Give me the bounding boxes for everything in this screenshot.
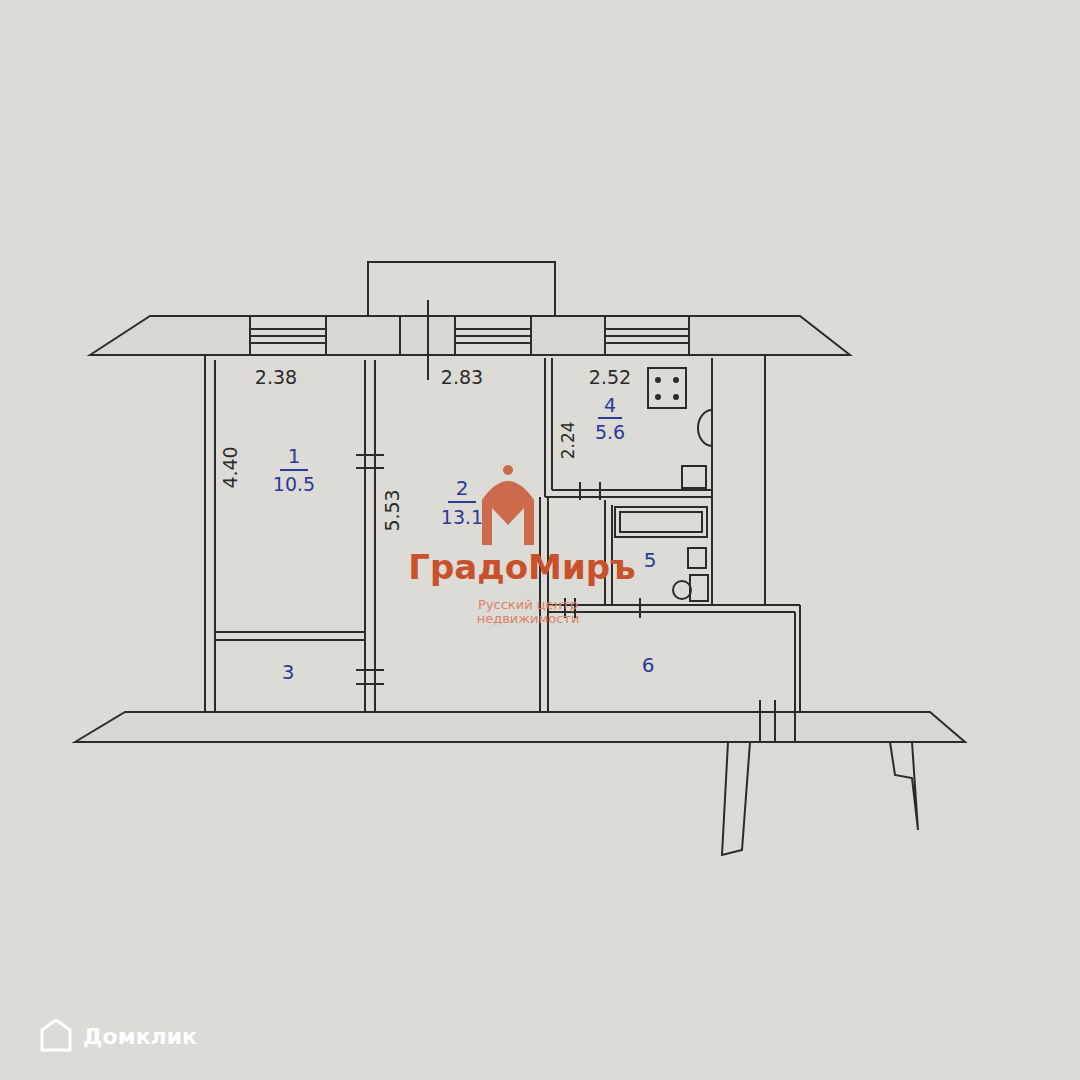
room-number: 6 (642, 654, 655, 676)
room-number: 3 (282, 661, 295, 683)
dimension: 2.83 (441, 367, 483, 388)
sink-symbol (698, 410, 712, 446)
watermark-logo (482, 465, 534, 545)
dimension: 2.38 (255, 367, 297, 388)
washbasin-symbol (688, 548, 706, 568)
bathtub-symbol (615, 507, 707, 537)
stove-symbol (648, 368, 686, 408)
room-number: 4 (604, 395, 616, 416)
room-area: 10.5 (273, 474, 315, 495)
balcony (368, 262, 555, 316)
room-area: 5.6 (595, 422, 625, 443)
dimension: 4.40 (220, 446, 241, 488)
stair-wall (722, 742, 750, 855)
watermark: Домклик (83, 1025, 197, 1049)
room-area: 13.1 (441, 507, 483, 528)
watermark: Русский центр недвижимости (453, 598, 603, 627)
watermark: ГрадоМиръ (408, 549, 635, 586)
dimension: 5.53 (382, 489, 403, 531)
dimension: 2.52 (589, 367, 631, 388)
domclick-icon (42, 1020, 70, 1050)
room-number: 1 (288, 445, 301, 467)
stair-wall (890, 742, 918, 830)
outer-wall (90, 316, 850, 355)
toilet-symbol (690, 575, 708, 601)
dimension: 2.24 (559, 421, 578, 459)
room-number: 2 (456, 477, 469, 499)
outer-wall (75, 712, 965, 742)
room-number: 5 (644, 549, 657, 571)
